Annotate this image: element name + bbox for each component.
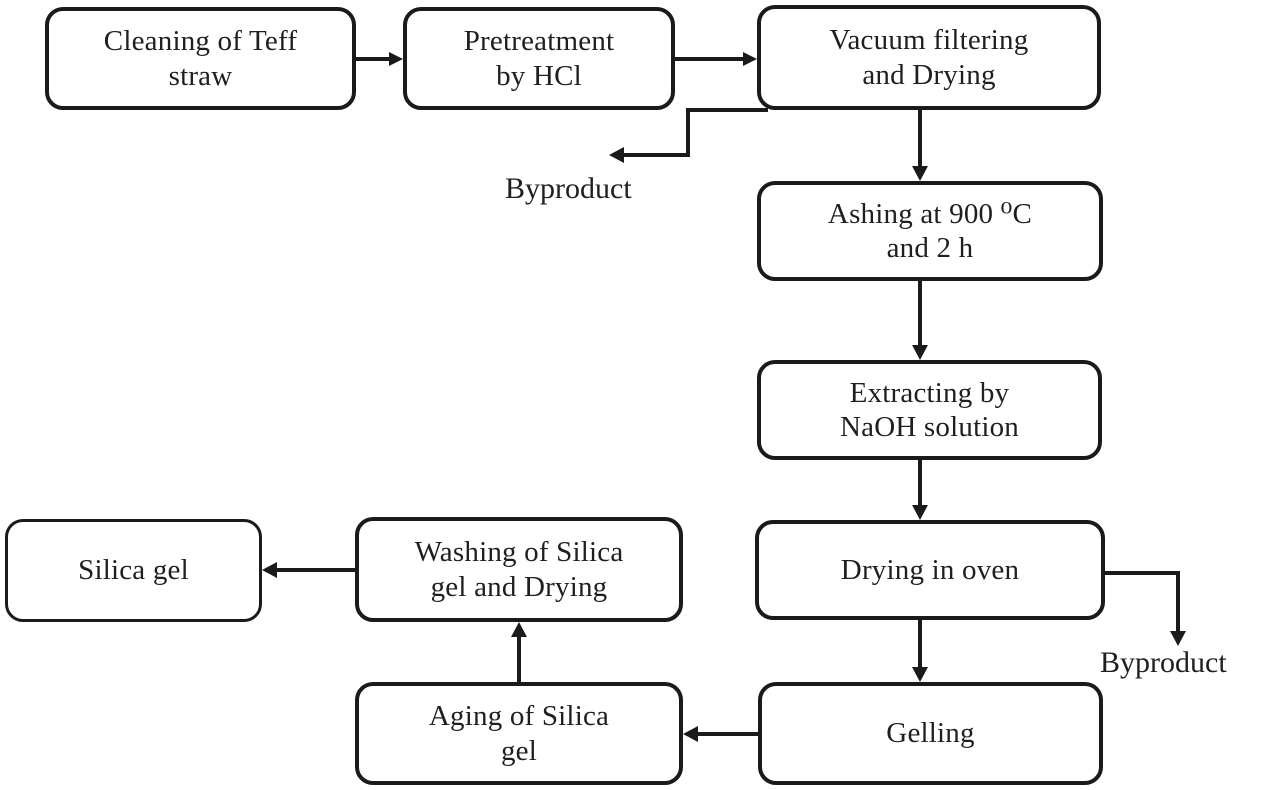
label-byproduct-bottom: Byproduct — [1100, 646, 1227, 679]
node-drying-in-oven[interactable]: Drying in oven — [755, 520, 1105, 620]
edge-pretreatment-to-vacuum — [675, 52, 757, 66]
node-vacuum-filtering-and-drying[interactable]: Vacuum filtering and Drying — [757, 5, 1101, 110]
node-label: Cleaning of Teff straw — [103, 25, 298, 92]
edge-extracting-to-drying-oven — [912, 460, 928, 520]
edge-drying-oven-to-gelling — [912, 620, 928, 682]
node-label: Drying in oven — [840, 553, 1020, 586]
node-label: Ashing at 900 ⁰C and 2 h — [827, 197, 1033, 264]
node-label: Gelling — [886, 717, 975, 750]
node-gelling[interactable]: Gelling — [758, 682, 1103, 785]
node-label: Washing of Silica gel and Drying — [414, 536, 624, 603]
node-label: Aging of Silica gel — [428, 700, 610, 767]
node-washing-of-silica-gel-and-drying[interactable]: Washing of Silica gel and Drying — [355, 517, 683, 622]
node-label: Extracting by NaOH solution — [839, 376, 1019, 443]
node-label: Pretreatment by HCl — [463, 25, 615, 92]
node-label: Vacuum filtering and Drying — [829, 24, 1029, 91]
node-extracting-by-naoh-solution[interactable]: Extracting by NaOH solution — [757, 360, 1102, 460]
edge-gelling-to-aging — [683, 726, 758, 742]
node-pretreatment-by-hcl[interactable]: Pretreatment by HCl — [403, 7, 675, 110]
edge-washing-to-silica-gel — [262, 562, 355, 578]
node-ashing-at-900c[interactable]: Ashing at 900 ⁰C and 2 h — [757, 181, 1103, 281]
edge-cleaning-to-pretreatment — [356, 52, 403, 66]
node-silica-gel[interactable]: Silica gel — [5, 519, 262, 622]
edge-vacuum-to-ashing — [912, 110, 928, 181]
node-label: Silica gel — [78, 554, 189, 587]
node-cleaning-of-teff-straw[interactable]: Cleaning of Teff straw — [45, 7, 356, 110]
edge-ashing-to-extracting — [912, 281, 928, 360]
edge-drying-oven-to-byproduct — [1105, 571, 1186, 646]
edge-vacuum-to-byproduct — [609, 108, 768, 163]
edge-aging-to-washing — [511, 622, 527, 682]
label-byproduct-top: Byproduct — [505, 172, 632, 205]
node-aging-of-silica-gel[interactable]: Aging of Silica gel — [355, 682, 683, 785]
